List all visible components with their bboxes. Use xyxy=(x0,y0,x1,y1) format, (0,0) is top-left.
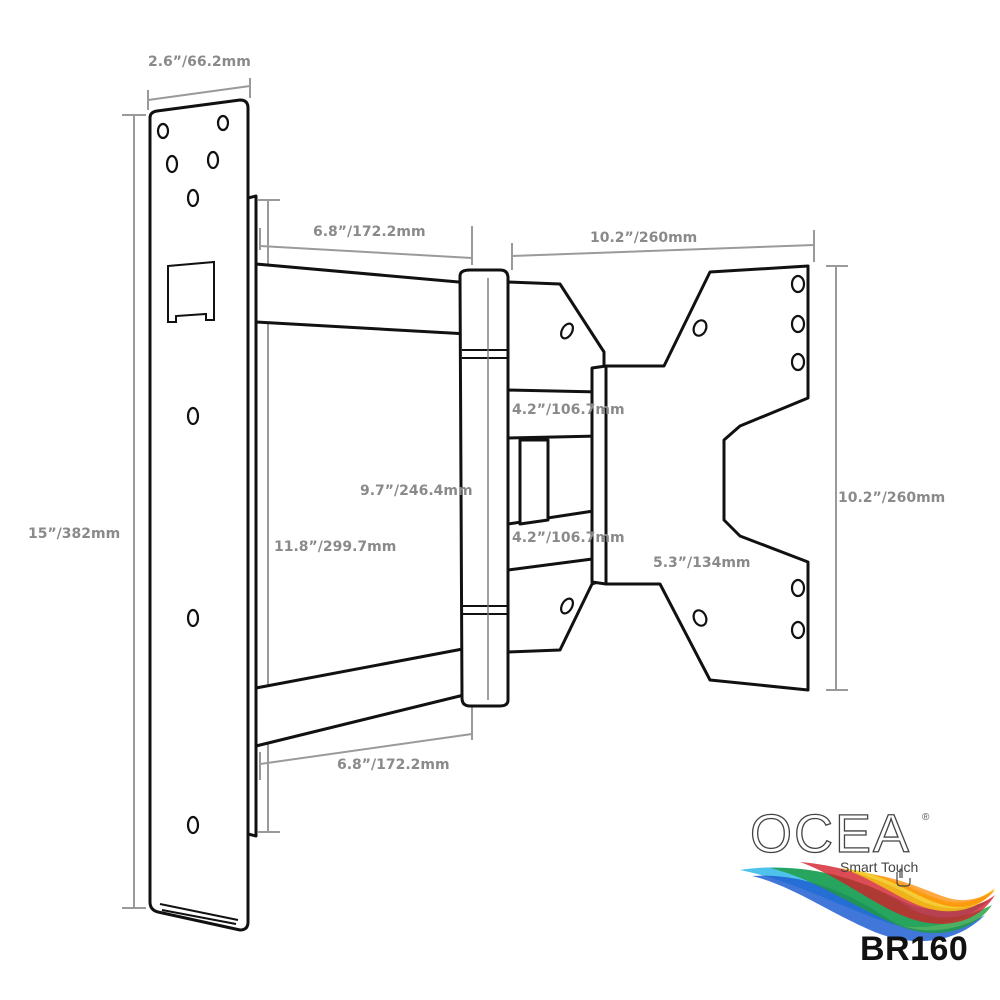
vesa-width-label: 10.2”/260mm xyxy=(590,230,697,246)
vertical-bracket xyxy=(458,268,510,708)
brand-tagline: Smart Touch xyxy=(840,859,918,875)
bracket-height-label: 9.7”/246.4mm xyxy=(360,483,473,499)
bottom-inner-arm-label: 4.2”/106.7mm xyxy=(512,530,625,546)
brand-logo: OCEA ® Smart Touch xyxy=(740,803,995,942)
dimension-labels: 2.6”/66.2mm 15”/382mm 11.8”/299.7mm 6.8”… xyxy=(28,54,945,773)
lower-arm xyxy=(254,646,490,748)
hinge-height-label: 5.3”/134mm xyxy=(653,555,751,571)
top-inner-arm-label: 4.2”/106.7mm xyxy=(512,402,625,418)
inner-plate xyxy=(246,194,258,838)
vesa-height-label: 10.2”/260mm xyxy=(838,490,945,506)
upper-arm-length-label: 6.8”/172.2mm xyxy=(313,224,426,240)
model-number: BR160 xyxy=(860,930,969,968)
color-swoosh xyxy=(740,862,995,942)
inner-arm-middle xyxy=(518,438,550,526)
upper-arm xyxy=(254,262,490,336)
registered-mark: ® xyxy=(922,812,930,823)
plate-width-label: 2.6”/66.2mm xyxy=(148,54,251,70)
hand-pointer-icon xyxy=(896,868,911,887)
plate-height-label: 15”/382mm xyxy=(28,526,120,542)
brand-name: OCEA xyxy=(750,804,911,864)
inner-plate-height-label: 11.8”/299.7mm xyxy=(274,539,396,555)
vesa-plate xyxy=(604,264,810,692)
lower-arm-length-label: 6.8”/172.2mm xyxy=(337,757,450,773)
wall-plate xyxy=(148,98,250,932)
